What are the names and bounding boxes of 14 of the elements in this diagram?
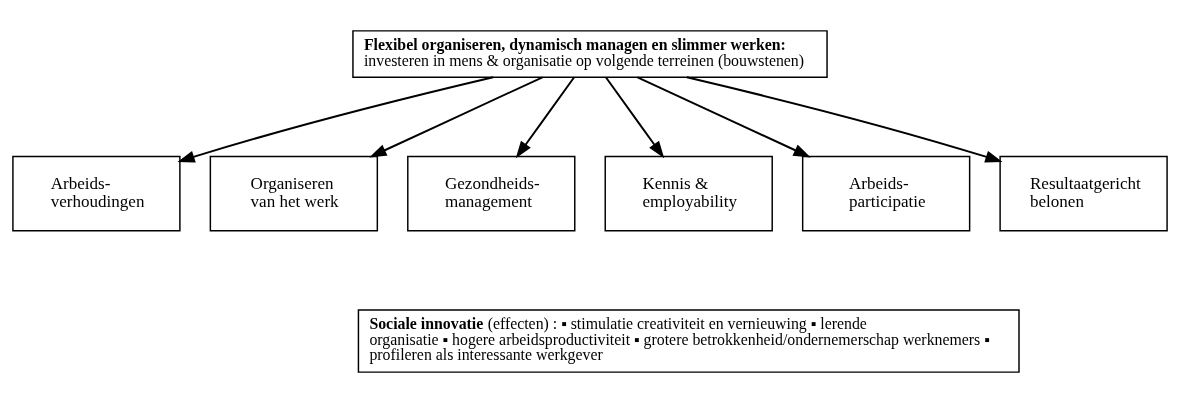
arrow: [369, 76, 544, 158]
arrow: [515, 76, 576, 159]
node-box: Arbeids- verhoudingen: [12, 155, 181, 232]
node-box: Sociale innovatie (effecten) : ▪ stimulatie creativiteit en vernieuwing ▪ lerende organisatie ▪ hogere arbeidsproductiviteit ▪ grotere betrokkenheid/ondernemerschap werknemers ▪ profileren als interessante werkgever: [357, 309, 1020, 373]
arrow: [636, 76, 811, 158]
node-box: Gezondheids- management: [407, 155, 576, 232]
arrow: [604, 76, 665, 159]
node-box: Arbeids- participatie: [801, 155, 971, 232]
node-box: Organiseren van het werk: [209, 155, 379, 232]
arrow: [177, 76, 495, 163]
node-box: Flexibel organiseren, dynamisch managen en slimmer werken: investeren in mens & organisatie op volgende terreinen (bouwstenen): [352, 30, 828, 78]
node-box: Kennis & employability: [604, 155, 773, 232]
arrow: [685, 76, 1003, 163]
node-box: Resultaatgericht belonen: [999, 155, 1168, 232]
